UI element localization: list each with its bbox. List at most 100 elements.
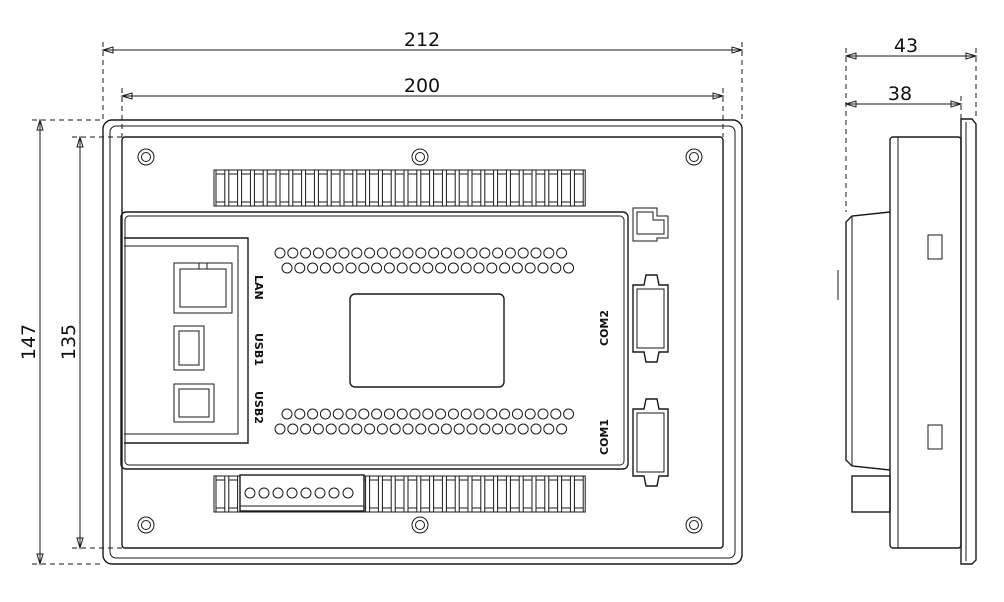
terminal-pin (522, 170, 533, 206)
pin-hole (287, 247, 299, 259)
dim-side-body-depth: 38 (888, 83, 912, 105)
terminal-pin (228, 170, 239, 206)
pin-hole (499, 408, 511, 420)
pin-holes-bottom (274, 408, 575, 435)
terminal-pin (407, 170, 418, 206)
pin-hole (312, 423, 324, 435)
pin-hole (300, 423, 312, 435)
terminal-pin (573, 170, 584, 206)
terminal-pin (420, 476, 431, 512)
pin-hole (345, 408, 357, 420)
pin-hole (486, 262, 498, 274)
pin-hole (364, 247, 376, 259)
terminal-pin (215, 170, 226, 206)
terminal-pin (228, 476, 239, 512)
dimension-lines: 212 200 147 135 43 38 (18, 29, 978, 566)
pin-hole (338, 423, 350, 435)
pin-hole (511, 262, 523, 274)
screw-head (411, 516, 429, 534)
pin-hole (460, 262, 472, 274)
screw-head (137, 516, 155, 534)
terminal-pin (305, 170, 315, 206)
pin-hole (409, 262, 421, 274)
screw-slot (689, 520, 699, 530)
com1-label: COM1 (598, 419, 611, 455)
terminal-pin (509, 476, 520, 512)
terminal-pin (369, 170, 379, 206)
pin-hole (466, 423, 478, 435)
pin-hole (396, 262, 408, 274)
pin-hole (351, 423, 363, 435)
side-plug (851, 475, 891, 513)
pin-hole (537, 262, 549, 274)
pin-hole (281, 408, 293, 420)
pin-hole (530, 247, 542, 259)
pin-hole (351, 247, 363, 259)
usb2-label: USB2 (252, 391, 265, 424)
screw-head (411, 148, 429, 166)
pin-hole (402, 247, 414, 259)
pin-hole (300, 247, 312, 259)
plug-screw (342, 487, 354, 499)
plug-screw (300, 487, 312, 499)
rear-view: LAN USB1 USB2 COM2 COM1 (102, 119, 743, 565)
terminal-pin (253, 170, 264, 206)
terminal-pin (433, 476, 443, 512)
pin-hole (453, 247, 465, 259)
pin-hole (281, 262, 293, 274)
terminal-pin (522, 476, 533, 512)
pin-hole (383, 262, 395, 274)
pin-hole (440, 247, 452, 259)
dim-panel-height: 135 (58, 324, 80, 360)
terminal-outline (213, 475, 586, 513)
dim-side-overall-depth: 43 (894, 35, 918, 57)
pin-hole (486, 408, 498, 420)
center-window (349, 293, 505, 388)
pin-hole (435, 262, 447, 274)
pin-hole (492, 247, 504, 259)
terminal-pin (381, 476, 392, 512)
pin-hole (460, 408, 472, 420)
pin-hole (447, 262, 459, 274)
terminal-pin (266, 170, 277, 206)
pin-hole (422, 408, 434, 420)
pin-hole (371, 262, 383, 274)
pin-hole (511, 408, 523, 420)
pin-hole (492, 423, 504, 435)
pin-hole (422, 262, 434, 274)
pin-hole (389, 423, 401, 435)
port-bay (124, 237, 249, 444)
pin-hole (274, 247, 286, 259)
pin-hole (537, 408, 549, 420)
pin-hole (556, 247, 568, 259)
pin-hole (517, 423, 529, 435)
screw-slot (141, 152, 151, 162)
usb1-port (173, 325, 205, 371)
pin-hole (325, 247, 337, 259)
pin-hole (345, 262, 357, 274)
terminal-pin (535, 476, 546, 512)
pin-hole (543, 247, 555, 259)
pin-hole (524, 262, 536, 274)
side-clip-top (927, 234, 943, 260)
pin-hole (466, 247, 478, 259)
terminal-pin (497, 476, 507, 512)
pin-hole (530, 423, 542, 435)
terminal-pin (497, 170, 507, 206)
terminal-pin (458, 170, 469, 206)
outer-bezel (102, 119, 743, 565)
pin-hole (371, 408, 383, 420)
pin-hole (383, 408, 395, 420)
power-connector (632, 207, 669, 242)
pin-hole (294, 408, 306, 420)
pin-hole (556, 423, 568, 435)
pin-hole (364, 423, 376, 435)
screw-slot (415, 520, 425, 530)
terminal-pin (458, 476, 469, 512)
side-clip-bottom (927, 424, 943, 450)
pin-hole (479, 423, 491, 435)
terminal-pin (292, 170, 303, 206)
pin-hole (499, 262, 511, 274)
pin-hole (479, 247, 491, 259)
terminal-pin (369, 476, 379, 512)
